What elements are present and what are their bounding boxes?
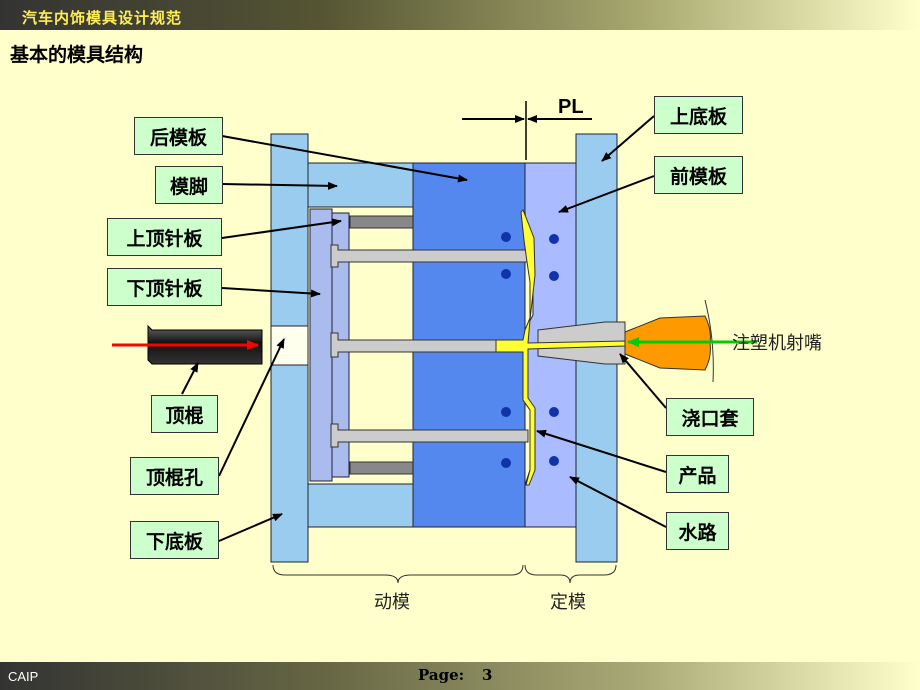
- label-upper-ejector-plate: 上顶针板: [107, 218, 222, 256]
- moving-half-brace: [272, 564, 524, 584]
- ejector-pin-3: [330, 423, 529, 448]
- water-channels: [501, 232, 559, 468]
- ejector-rod-hole: [270, 325, 309, 366]
- header-bar: [0, 0, 920, 30]
- footer-org: CAIP: [8, 669, 39, 684]
- label-lower-ejector-plate: 下顶针板: [107, 268, 222, 306]
- return-pin-bottom: [349, 461, 414, 475]
- label-sprue-bushing: 浇口套: [666, 398, 754, 436]
- label-fixed-half: 定模: [550, 592, 586, 613]
- leader-lines: [181, 115, 667, 542]
- return-pin-top: [349, 215, 414, 229]
- fixed-half-brace: [524, 564, 617, 584]
- product-part: [495, 209, 626, 486]
- lower-ejector-plate: [309, 208, 333, 482]
- mold-structure-diagram: [112, 101, 757, 584]
- page-label: Page:: [418, 666, 465, 684]
- label-moving-half: 动模: [374, 592, 410, 613]
- label-water-channel: 水路: [666, 512, 729, 550]
- label-mold-foot: 模脚: [155, 166, 223, 204]
- label-front-plate: 前模板: [654, 156, 743, 194]
- parting-line-label: PL: [558, 96, 584, 118]
- mold-foot-bottom: [307, 483, 414, 528]
- footer-bar: [0, 662, 920, 690]
- label-ejector-rod: 顶棍: [151, 395, 218, 433]
- label-bottom-plate: 下底板: [130, 521, 219, 559]
- page-number: 3: [482, 666, 493, 684]
- page-title: 基本的模具结构: [10, 44, 144, 66]
- bottom-plate-lower: [270, 364, 309, 563]
- label-top-plate: 上底板: [654, 96, 743, 134]
- label-ejector-rod-hole: 顶棍孔: [130, 457, 219, 495]
- label-nozzle: 注塑机射嘴: [732, 333, 822, 354]
- document-title: 汽车内饰模具设计规范: [22, 9, 183, 27]
- label-back-plate: 后模板: [134, 117, 223, 155]
- label-product: 产品: [666, 455, 729, 493]
